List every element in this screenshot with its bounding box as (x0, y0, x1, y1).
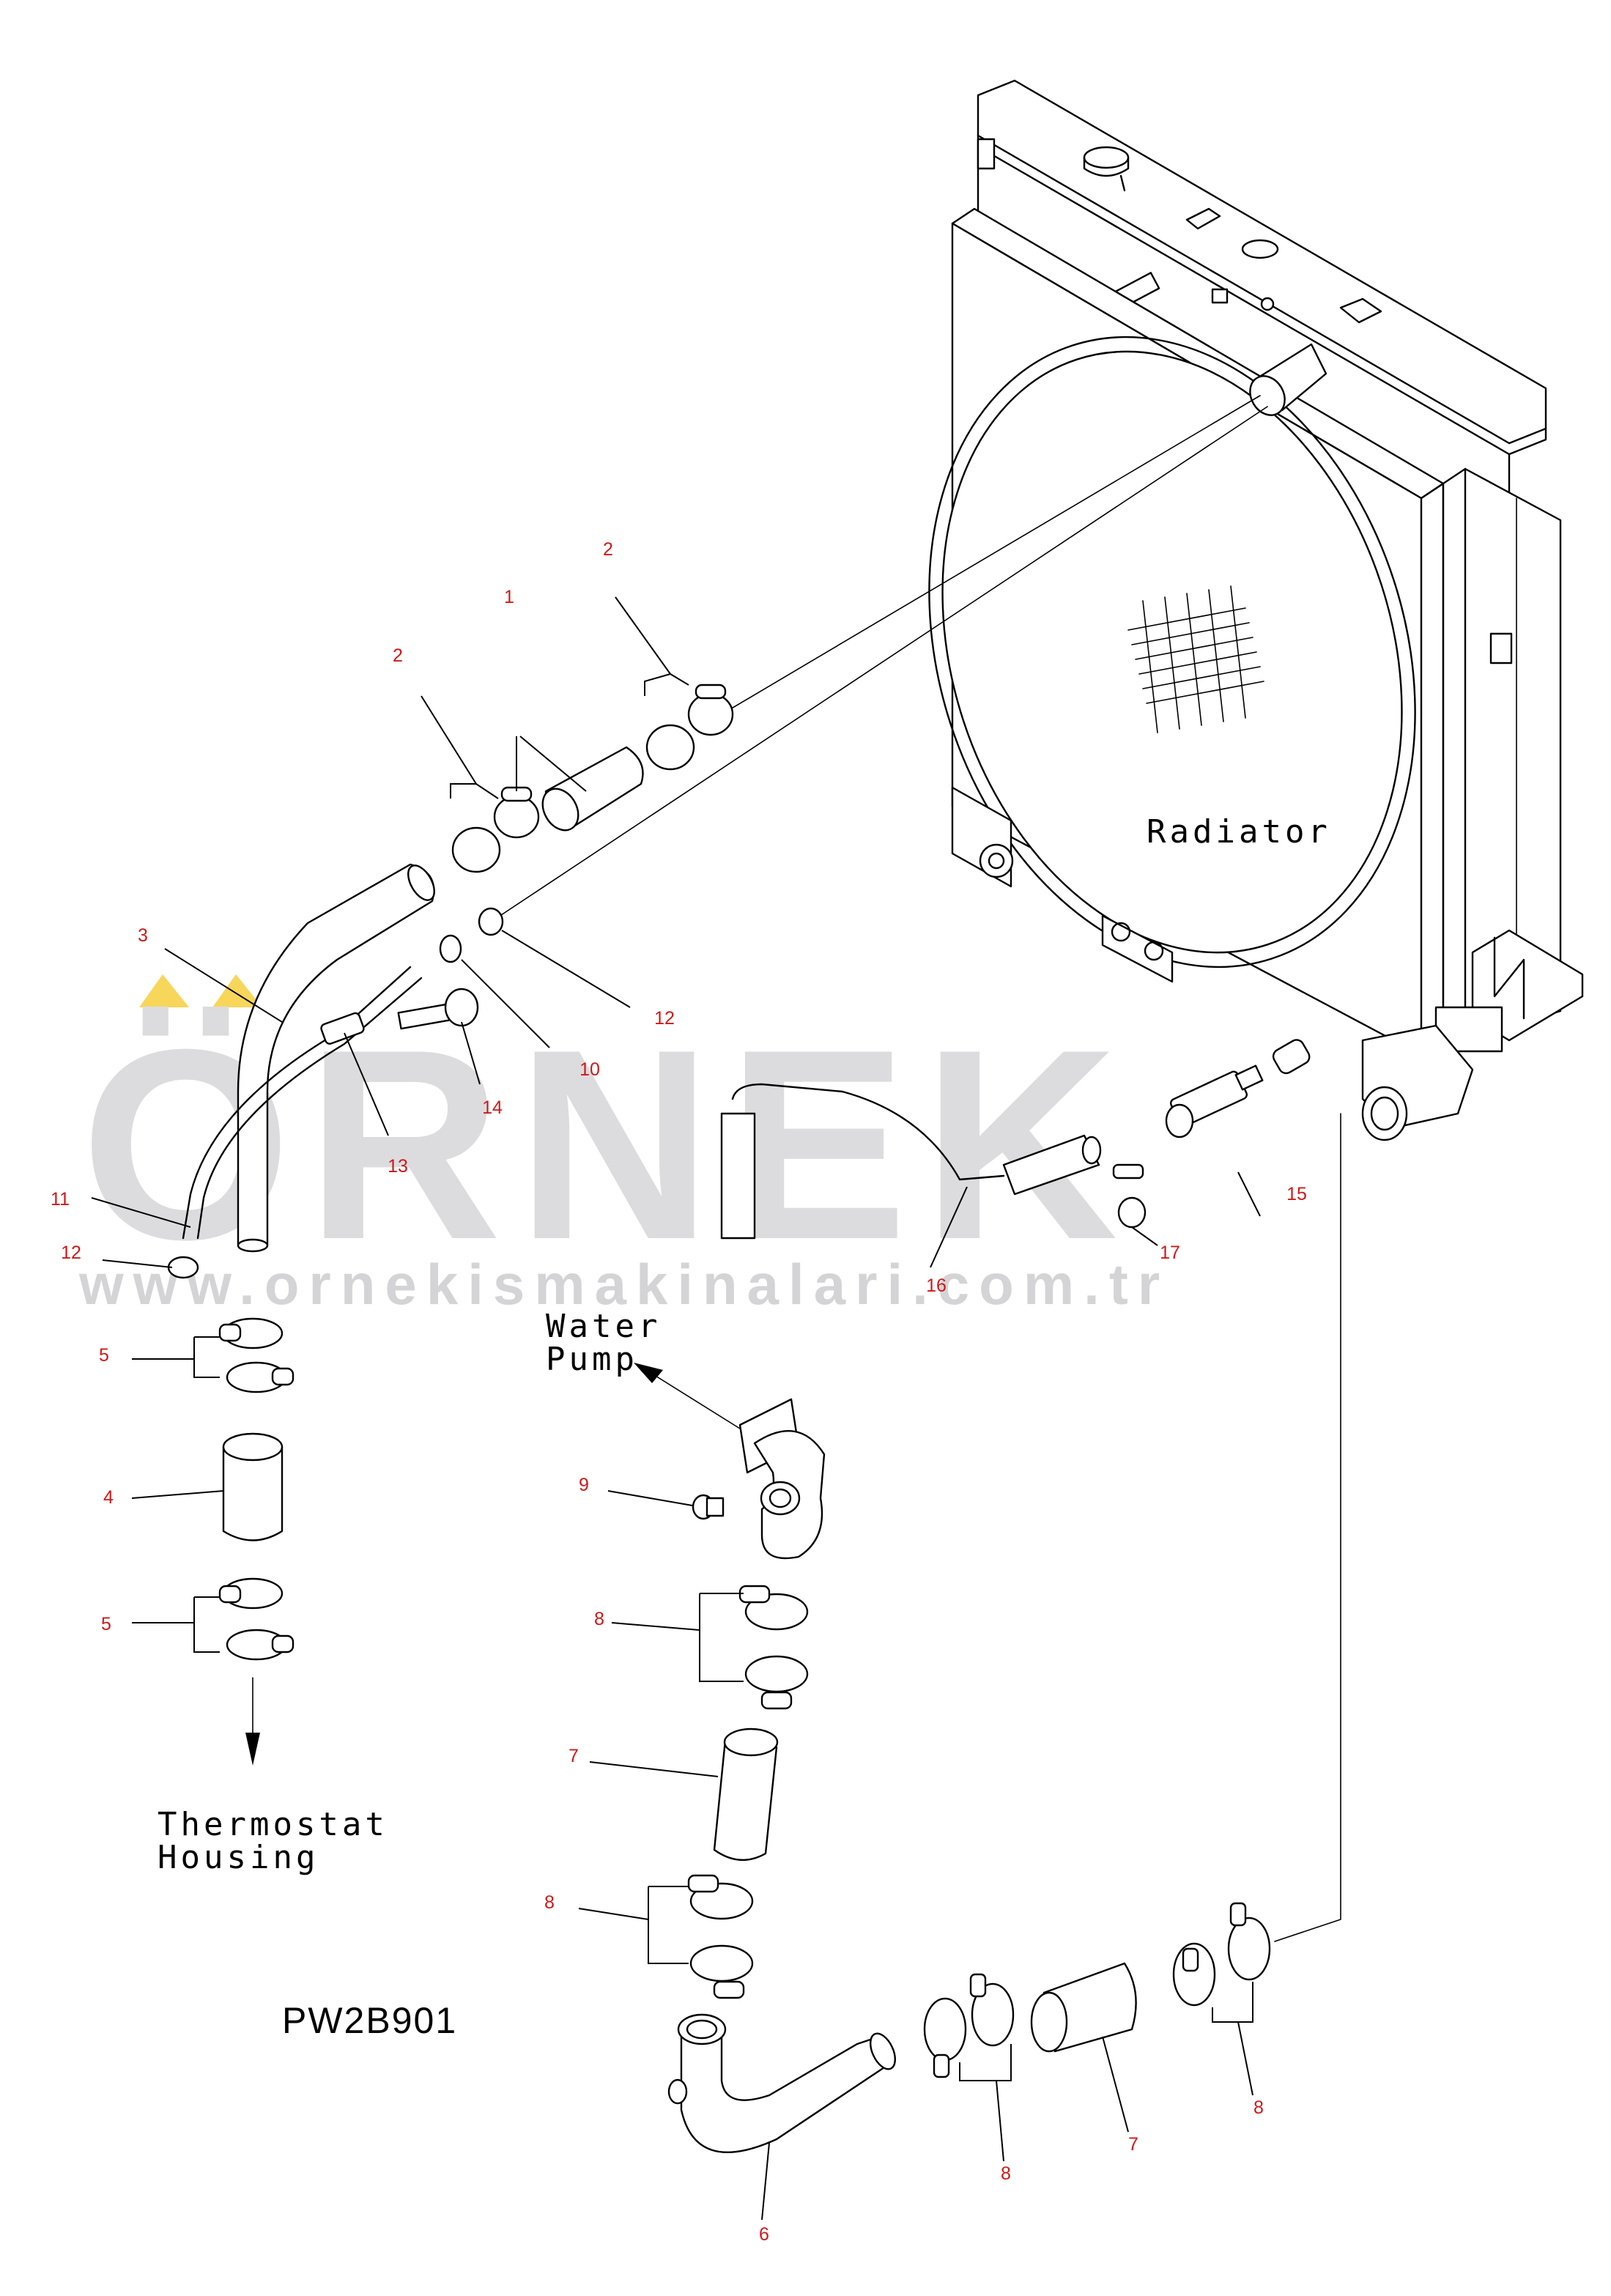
callouts: 1 2 2 3 11 13 14 10 12 12 5 4 5 9 8 7 8 … (51, 539, 1307, 2245)
radiator-core-mesh-icon (1127, 585, 1264, 733)
callout-12-lower: 12 (61, 1243, 81, 1263)
straight-hose (222, 1432, 284, 1541)
callout-10: 10 (579, 1059, 600, 1080)
leader-lines (91, 596, 1261, 2221)
callout-11: 11 (51, 1189, 70, 1210)
water-pump-label-line2: Pump (546, 1341, 638, 1378)
callout-8-upper: 8 (594, 1609, 604, 1629)
bolt (397, 988, 479, 1030)
upper-hose-group (167, 684, 734, 1279)
arrow-down-icon (245, 1733, 260, 1766)
callout-8-right: 8 (1253, 2097, 1264, 2118)
callout-8-lower: 8 (1001, 2163, 1011, 2184)
callout-14: 14 (482, 1097, 503, 1118)
callout-13: 13 (388, 1156, 408, 1177)
hose-clamp (218, 1317, 295, 1393)
thermostat-label-line2: Housing (158, 1839, 319, 1876)
thermostat-hose-group: Thermostat Housing (158, 1317, 388, 1876)
callout-5-lower: 5 (101, 1614, 111, 1634)
callout-2-right: 2 (603, 539, 613, 560)
callout-5-upper: 5 (99, 1345, 109, 1366)
watermark-umlaut-left (139, 974, 189, 1007)
callout-12-upper: 12 (654, 1008, 675, 1029)
lower-bent-pipe (667, 2013, 896, 2154)
drain-hose-group (720, 1064, 1264, 1240)
callout-4: 4 (103, 1487, 114, 1508)
guide-lines (494, 395, 1341, 1942)
hose-clamp (645, 684, 734, 771)
callout-7-lower: 7 (1128, 2134, 1138, 2155)
callout-15: 15 (1286, 1184, 1307, 1204)
radiator-label: Radiator (1147, 813, 1331, 851)
callout-7-upper: 7 (569, 1746, 579, 1766)
callout-8-middle: 8 (544, 1892, 555, 1913)
drain-valve (1165, 1064, 1264, 1138)
thermostat-label-line1: Thermostat (158, 1806, 388, 1843)
callout-17: 17 (1160, 1243, 1180, 1263)
upper-hose (541, 746, 644, 832)
water-pump-hose-group: Water Pump (546, 1308, 1271, 2154)
straight-hose (1030, 1962, 1137, 2053)
hose-clamp (687, 1874, 754, 1999)
callout-9: 9 (579, 1475, 589, 1495)
straight-hose (713, 1727, 779, 1862)
callout-3: 3 (138, 925, 148, 946)
callout-16: 16 (926, 1275, 947, 1296)
watermark-url: www.ornekismakinalari.com.tr (78, 1252, 1169, 1317)
hose-clamp (738, 1585, 809, 1710)
callout-1: 1 (504, 587, 514, 607)
watermark-umlaut-right (212, 974, 262, 1007)
water-pump-label-line1: Water (546, 1308, 661, 1345)
hose-clamp (218, 1577, 295, 1661)
radiator-assembly: Radiator (928, 79, 1584, 1141)
hose-clamp (451, 786, 540, 873)
hose-clamp (923, 1973, 1015, 2078)
hose-clamp (1172, 1902, 1271, 2007)
diagram-code: PW2B901 (282, 2000, 457, 2041)
arrow-up-left-icon (634, 1363, 663, 1383)
bent-pipe (237, 863, 435, 1253)
callout-6: 6 (759, 2224, 769, 2245)
callout-2-left: 2 (393, 645, 403, 666)
